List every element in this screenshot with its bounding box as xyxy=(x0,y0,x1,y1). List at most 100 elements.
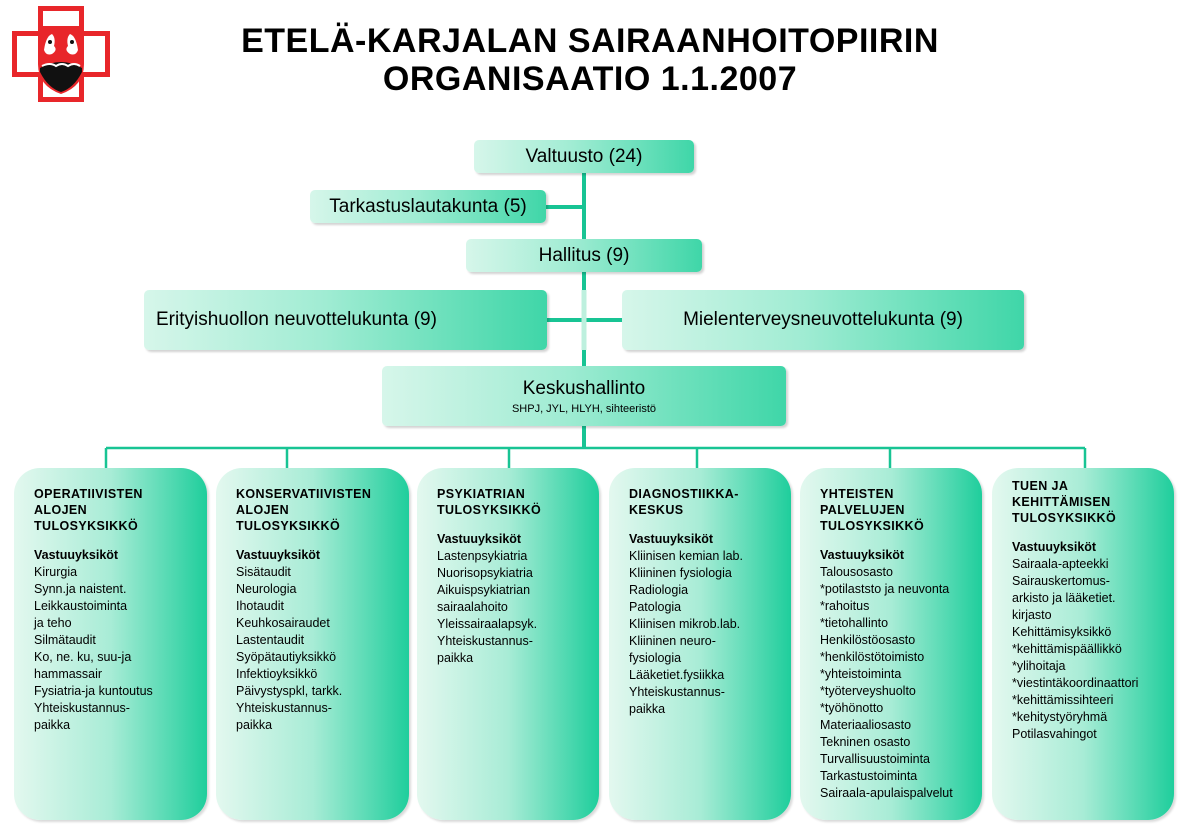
unit-item: Turvallisuustoiminta xyxy=(820,752,930,766)
vastuuyksikot-heading: Vastuuyksiköt xyxy=(437,532,522,546)
vastuuyksikot-heading: Vastuuyksiköt xyxy=(1012,540,1097,554)
unit-item: *henkilöstötoimisto xyxy=(820,650,925,664)
title-line-1: ETELÄ-KARJALAN SAIRAANHOITOPIIRIN xyxy=(241,22,939,60)
unit-item: Ko, ne. ku, suu-ja xyxy=(34,650,132,664)
unit-item: *kehittämispäällikkö xyxy=(1012,642,1122,656)
unit-item: Sairauskertomus- xyxy=(1012,574,1110,588)
title-line-2: ORGANISAATIO 1.1.2007 xyxy=(382,60,798,98)
unit-item: Silmätaudit xyxy=(34,633,96,647)
box-tarkastuslautakunta: Tarkastuslautakunta (5) xyxy=(310,190,546,223)
vastuuyksikot-heading: Vastuuyksiköt xyxy=(629,532,714,546)
unit-item: Päivystyspkl, tarkk. xyxy=(236,684,343,698)
unit-item: Yhteiskustannus- xyxy=(34,701,130,715)
unit-item: *tietohallinto xyxy=(820,616,889,630)
unit-item: *työhönotto xyxy=(820,701,884,715)
keskushallinto-label: Keskushallinto xyxy=(522,377,646,399)
hospital-district-logo xyxy=(12,6,110,102)
unit-item: *kehittämissihteeri xyxy=(1012,693,1114,707)
unit-item: paikka xyxy=(437,651,474,665)
unit-item: Fysiatria-ja kuntoutus xyxy=(34,684,153,698)
unit-item: Potilasvahingot xyxy=(1012,727,1097,741)
unit-item: Yleissairaalapsyk. xyxy=(437,617,538,631)
unit-item: Neurologia xyxy=(236,582,297,596)
erityishuollon-label: Erityishuollon neuvottelukunta (9) xyxy=(156,309,437,330)
unit-item: Syöpätautiyksikkö xyxy=(236,650,337,664)
unit-item: *kehitystyöryhmä xyxy=(1012,710,1108,724)
box-valtuusto: Valtuusto (24) xyxy=(474,140,694,173)
unit-item: Sairaala-apteekki xyxy=(1012,557,1109,571)
unit-item: *yhteistoiminta xyxy=(820,667,902,681)
box-mielenterveysneuvottelukunta: Mielenterveysneuvottelukunta (9) xyxy=(622,290,1024,350)
unit-item: *rahoitus xyxy=(820,599,870,613)
unit-psykiatria: PSYKIATRIAN TULOSYKSIKKÖ Vastuuyksiköt L… xyxy=(417,468,599,820)
unit-item: paikka xyxy=(629,702,666,716)
box-erityishuollon-neuvottelukunta: Erityishuollon neuvottelukunta (9) xyxy=(144,290,547,350)
unit-item: *potilaststo ja neuvonta xyxy=(820,582,950,596)
unit-item: Tekninen osasto xyxy=(820,735,911,749)
unit-item: hammassair xyxy=(34,667,103,681)
unit-title: OPERATIIVISTEN ALOJEN TULOSYKSIKKÖ xyxy=(34,487,143,533)
unit-tuki-ja-kehittaminen: TUEN JA KEHITTÄMISEN TULOSYKSIKKÖ Vastuu… xyxy=(992,468,1174,820)
unit-diagnostiikka: DIAGNOSTIIKKA- KESKUS Vastuuyksiköt Klii… xyxy=(609,468,791,820)
unit-item: Lääketiet.fysiikka xyxy=(629,668,725,682)
unit-item: Synn.ja naistent. xyxy=(34,582,127,596)
unit-item: Aikuispsykiatrian xyxy=(437,583,531,597)
unit-item: Henkilöstöosasto xyxy=(820,633,916,647)
unit-item: Patologia xyxy=(629,600,682,614)
unit-title: KONSERVATIIVISTEN ALOJEN TULOSYKSIKKÖ xyxy=(236,487,372,533)
unit-item: Kehittämisyksikkö xyxy=(1012,625,1112,639)
unit-item: Yhteiskustannus- xyxy=(236,701,332,715)
unit-item: sairaalahoito xyxy=(437,600,508,614)
unit-yhteiset-palvelut: YHTEISTEN PALVELUJEN TULOSYKSIKKÖ Vastuu… xyxy=(800,468,982,820)
unit-item: Radiologia xyxy=(629,583,689,597)
unit-item: Ihotaudit xyxy=(236,599,284,613)
vastuuyksikot-heading: Vastuuyksiköt xyxy=(34,548,119,562)
unit-title: DIAGNOSTIIKKA- KESKUS xyxy=(629,487,739,517)
mielenterveys-label: Mielenterveysneuvottelukunta (9) xyxy=(683,309,963,330)
unit-item: Infektioyksikkö xyxy=(236,667,318,681)
unit-item: Materiaaliosasto xyxy=(820,718,912,732)
unit-item: Kliinisen kemian lab. xyxy=(629,549,743,563)
unit-title: YHTEISTEN PALVELUJEN TULOSYKSIKKÖ xyxy=(820,487,925,533)
unit-item: Keuhkosairaudet xyxy=(236,616,330,630)
unit-item: Lastentaudit xyxy=(236,633,305,647)
vastuuyksikot-heading: Vastuuyksiköt xyxy=(820,548,905,562)
unit-item: *työterveyshuolto xyxy=(820,684,916,698)
unit-item: Tarkastustoiminta xyxy=(820,769,918,783)
unit-item: Kliininen neuro- xyxy=(629,634,716,648)
keskushallinto-sublabel: SHPJ, JYL, HLYH, sihteeristö xyxy=(511,402,657,415)
unit-item: *viestintäkoordinaattori xyxy=(1012,676,1139,690)
unit-title: PSYKIATRIAN TULOSYKSIKKÖ xyxy=(437,487,542,517)
unit-item: Sairaala-apulaispalvelut xyxy=(820,786,953,800)
unit-item: Talousosasto xyxy=(820,565,893,579)
box-keskushallinto: Keskushallinto SHPJ, JYL, HLYH, sihteeri… xyxy=(382,366,786,426)
unit-item: arkisto ja lääketiet. xyxy=(1012,591,1116,605)
unit-operatiiviset: OPERATIIVISTEN ALOJEN TULOSYKSIKKÖ Vastu… xyxy=(14,468,207,820)
unit-title: TUEN JA KEHITTÄMISEN TULOSYKSIKKÖ xyxy=(1012,479,1117,525)
unit-item: Leikkaustoiminta xyxy=(34,599,128,613)
hallitus-label: Hallitus (9) xyxy=(538,244,630,266)
unit-items: Talousosasto *potilaststo ja neuvonta *rah… xyxy=(820,564,974,802)
unit-item: Kliinisen mikrob.lab. xyxy=(629,617,741,631)
unit-item: ja teho xyxy=(34,616,72,630)
tarkastuslautakunta-label: Tarkastuslautakunta (5) xyxy=(329,195,527,217)
box-hallitus: Hallitus (9) xyxy=(466,239,702,272)
unit-konservatiiviset: KONSERVATIIVISTEN ALOJEN TULOSYKSIKKÖ Va… xyxy=(216,468,409,820)
page-title: ETELÄ-KARJALAN SAIRAANHOITOPIIRIN ORGANI… xyxy=(140,22,1040,98)
unit-item: paikka xyxy=(34,718,71,732)
unit-items: Kliinisen kemian lab. Kliininen fysiologi… xyxy=(629,548,783,718)
unit-item: Yhteiskustannus- xyxy=(629,685,725,699)
unit-item: Kirurgia xyxy=(34,565,78,579)
unit-item: *ylihoitaja xyxy=(1012,659,1066,673)
unit-item: kirjasto xyxy=(1012,608,1052,622)
unit-item: Lastenpsykiatria xyxy=(437,549,528,563)
unit-item: paikka xyxy=(236,718,273,732)
unit-item: Yhteiskustannus- xyxy=(437,634,533,648)
valtuusto-label: Valtuusto (24) xyxy=(525,145,643,167)
unit-item: Kliininen fysiologia xyxy=(629,566,732,580)
